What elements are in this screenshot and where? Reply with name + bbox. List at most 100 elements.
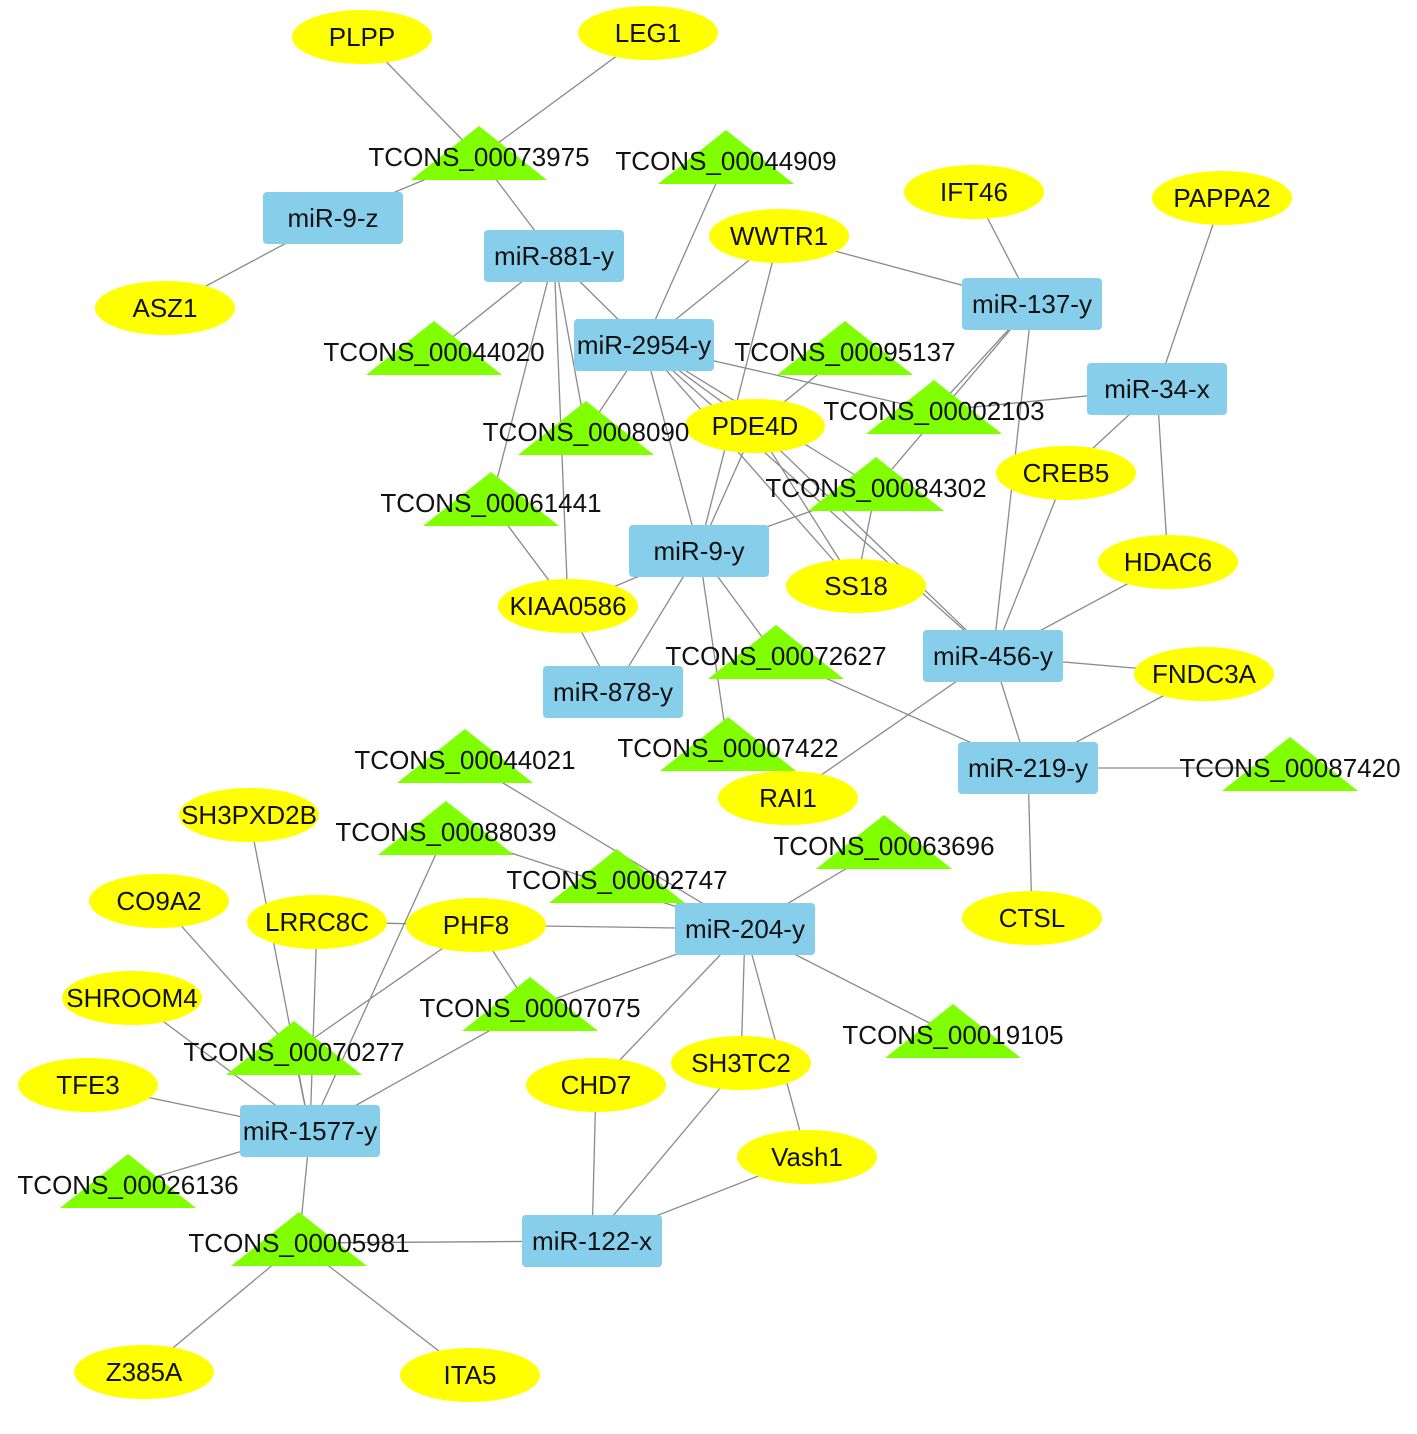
mirna-shape — [675, 903, 815, 955]
node-tcons-00088039: TCONS_00088039 — [335, 801, 557, 855]
node-leg1: LEG1 — [578, 6, 718, 60]
mirna-shape — [1087, 363, 1227, 415]
gene-shape — [1134, 647, 1274, 701]
mirna-shape — [263, 192, 403, 244]
lncrna-shape — [60, 1154, 196, 1208]
lncrna-shape — [411, 126, 547, 180]
node-tcons-00084302: TCONS_00084302 — [765, 457, 987, 511]
mirna-shape — [543, 666, 683, 718]
gene-shape — [400, 1348, 540, 1402]
gene-shape — [718, 771, 858, 825]
node-label: PAPPA2 — [1173, 183, 1270, 213]
node-label: IFT46 — [940, 177, 1008, 207]
node-mir-9-y: miR-9-y — [629, 525, 769, 577]
lncrna-shape — [462, 977, 598, 1031]
mirna-shape — [923, 630, 1063, 682]
node-tcons-00087420: TCONS_00087420 — [1179, 737, 1401, 791]
node-label: KIAA0586 — [509, 591, 626, 621]
node-ctsl: CTSL — [962, 891, 1102, 945]
node-label: TCONS_00087420 — [1179, 753, 1400, 783]
node-label: PHF8 — [443, 910, 509, 940]
node-label: Vash1 — [771, 1142, 843, 1172]
mirna-shape — [958, 742, 1098, 794]
node-mir-34-x: miR-34-x — [1087, 363, 1227, 415]
gene-shape — [406, 898, 546, 952]
node-mir-881-y: miR-881-y — [484, 230, 624, 282]
node-label: TCONS_00072627 — [665, 641, 886, 671]
node-label: miR-122-x — [532, 1226, 652, 1256]
node-lrrc8c: LRRC8C — [247, 895, 387, 949]
gene-shape — [62, 971, 202, 1025]
gene-shape — [74, 1345, 214, 1399]
node-tcons-00019105: TCONS_00019105 — [842, 1004, 1064, 1058]
edge-mir-881-y-tcons-0008090 — [553, 255, 587, 433]
node-ift46: IFT46 — [904, 165, 1044, 219]
gene-shape — [671, 1036, 811, 1090]
edge-mir-881-y-tcons-00061441 — [490, 255, 555, 504]
node-label: CTSL — [999, 903, 1065, 933]
node-label: CO9A2 — [116, 886, 201, 916]
mirna-shape — [484, 230, 624, 282]
lncrna-shape — [231, 1212, 367, 1266]
node-mir-219-y: miR-219-y — [958, 742, 1098, 794]
gene-shape — [996, 446, 1136, 500]
node-label: CHD7 — [561, 1070, 632, 1100]
gene-shape — [709, 209, 849, 263]
node-asz1: ASZ1 — [95, 281, 235, 335]
node-fndc3a: FNDC3A — [1134, 647, 1274, 701]
node-pde4d: PDE4D — [685, 399, 825, 453]
node-ita5: ITA5 — [400, 1348, 540, 1402]
mirna-shape — [962, 278, 1102, 330]
lncrna-shape — [808, 457, 944, 511]
node-label: TCONS_00007422 — [617, 733, 838, 763]
node-label: TCONS_0008090 — [483, 417, 690, 447]
node-label: TCONS_00019105 — [842, 1020, 1063, 1050]
node-tcons-00005981: TCONS_00005981 — [188, 1212, 410, 1266]
gene-shape — [292, 10, 432, 64]
node-sh3tc2: SH3TC2 — [671, 1036, 811, 1090]
node-label: HDAC6 — [1124, 547, 1212, 577]
node-tcons-00044020: TCONS_00044020 — [323, 321, 545, 375]
edge-mir-9-y-tcons-00007422 — [698, 550, 729, 749]
node-mir-1577-y: miR-1577-y — [240, 1105, 380, 1157]
node-sh3pxd2b: SH3PXD2B — [179, 788, 319, 842]
lncrna-shape — [816, 815, 952, 869]
edge-pde4d-mir-456-y — [754, 425, 994, 657]
gene-shape — [95, 281, 235, 335]
node-label: miR-2954-y — [577, 330, 711, 360]
lncrna-shape — [518, 401, 654, 455]
gene-shape — [526, 1058, 666, 1112]
node-tcons-00072627: TCONS_00072627 — [665, 625, 887, 679]
node-label: LEG1 — [615, 18, 682, 48]
node-label: SH3PXD2B — [181, 800, 317, 830]
node-label: TCONS_00070277 — [183, 1037, 404, 1067]
node-label: miR-219-y — [968, 753, 1088, 783]
gene-shape — [1152, 171, 1292, 225]
node-label: ITA5 — [444, 1360, 497, 1390]
edge-pde4d-ss18 — [754, 425, 857, 587]
lncrna-shape — [423, 472, 559, 526]
node-tcons-00095137: TCONS_00095137 — [734, 321, 956, 375]
gene-shape — [179, 788, 319, 842]
node-tcons-00063696: TCONS_00063696 — [773, 815, 995, 869]
node-label: LRRC8C — [265, 907, 369, 937]
edge-tcons-00044021-mir-204-y — [464, 759, 746, 930]
node-label: TCONS_00026136 — [17, 1170, 238, 1200]
node-kiaa0586: KIAA0586 — [498, 579, 638, 633]
node-shroom4: SHROOM4 — [62, 971, 202, 1025]
node-tcons-00002747: TCONS_00002747 — [506, 849, 728, 903]
lncrna-shape — [226, 1021, 362, 1075]
node-rai1: RAI1 — [718, 771, 858, 825]
node-chd7: CHD7 — [526, 1058, 666, 1112]
mirna-shape — [522, 1215, 662, 1267]
node-label: CREB5 — [1023, 458, 1110, 488]
gene-shape — [578, 6, 718, 60]
lncrna-shape — [397, 729, 533, 783]
node-tcons-00007075: TCONS_00007075 — [419, 977, 641, 1031]
gene-shape — [247, 895, 387, 949]
node-label: miR-456-y — [933, 641, 1053, 671]
node-tcons-00026136: TCONS_00026136 — [17, 1154, 239, 1208]
node-label: TCONS_00073975 — [368, 142, 589, 172]
node-label: miR-878-y — [553, 677, 673, 707]
node-tcons-00007422: TCONS_00007422 — [617, 717, 839, 771]
